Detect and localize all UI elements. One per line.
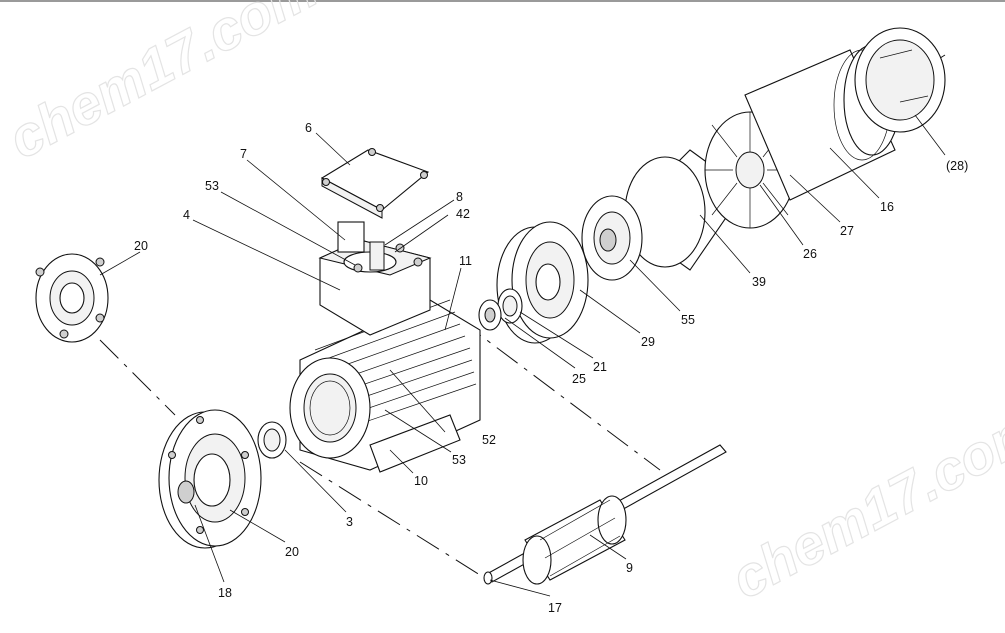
label-9: 9 [626, 561, 633, 575]
label-10: 10 [414, 474, 428, 488]
label-17: 17 [548, 601, 562, 615]
label-7: 7 [240, 147, 247, 161]
front-flange [158, 409, 262, 549]
terminal-box [318, 221, 432, 336]
label-16: 16 [880, 200, 894, 214]
label-52: 52 [482, 433, 496, 447]
end-cover [854, 27, 946, 133]
label-28: (28) [946, 159, 968, 173]
label-53-bottom: 53 [452, 453, 466, 467]
end-shield-brake [478, 221, 589, 344]
label-39: 39 [752, 275, 766, 289]
part-labels: 6 7 53 8 42 4 20 11 52 53 10 3 20 18 17 … [134, 121, 968, 615]
label-27: 27 [840, 224, 854, 238]
motor-frame [289, 299, 481, 473]
label-53-top: 53 [205, 179, 219, 193]
label-20-bottom: 20 [285, 545, 299, 559]
label-26: 26 [803, 247, 817, 261]
label-55: 55 [681, 313, 695, 327]
terminal-cover [320, 148, 430, 219]
label-42: 42 [456, 207, 470, 221]
rotor-shaft [483, 444, 727, 585]
label-4: 4 [183, 208, 190, 222]
label-6: 6 [305, 121, 312, 135]
label-20-top: 20 [134, 239, 148, 253]
label-3: 3 [346, 515, 353, 529]
watermark-top-left: chem17.com [0, 0, 327, 171]
label-25: 25 [572, 372, 586, 386]
end-cap-top [35, 253, 109, 343]
bearing-front [257, 421, 287, 459]
label-18: 18 [218, 586, 232, 600]
label-8: 8 [456, 190, 463, 204]
label-21: 21 [593, 360, 607, 374]
leader-lines [99, 114, 946, 597]
label-11: 11 [459, 254, 472, 268]
label-29: 29 [641, 335, 655, 349]
watermark-bottom-right: chem17.com [721, 396, 1005, 611]
